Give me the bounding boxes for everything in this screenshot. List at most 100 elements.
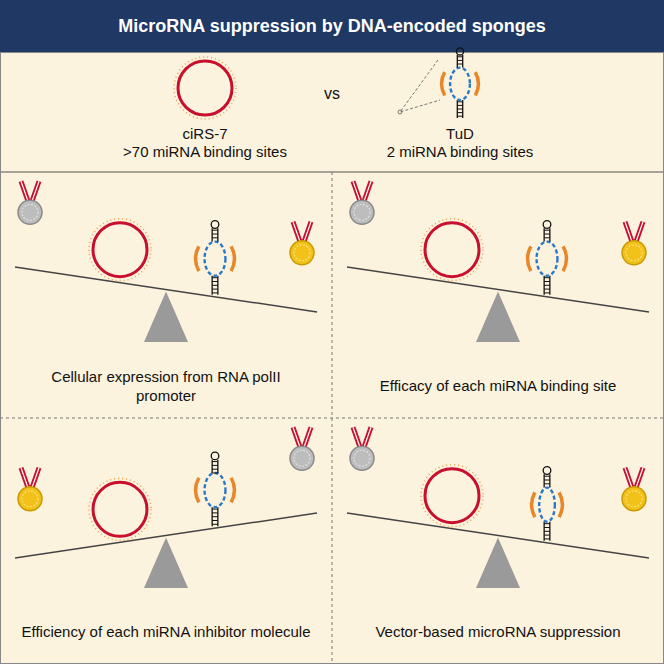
sponge-label: ciRS-7: [182, 125, 227, 143]
base-pair: [212, 465, 218, 466]
base-pair: [457, 105, 462, 106]
circular-rna: [425, 223, 479, 277]
criterion-caption: Vector-based microRNA suppression: [353, 622, 643, 642]
medal-ribbon: [625, 222, 643, 242]
medal-ribbon-stripe: [293, 427, 311, 447]
base-pair: [544, 230, 550, 231]
seesaw-panel: [15, 427, 317, 588]
base-pair: [544, 285, 550, 286]
base-pair: [212, 472, 218, 473]
base-pair: [212, 520, 218, 521]
seesaw-beam: [15, 513, 317, 558]
medal-rim: [294, 450, 310, 466]
gold-medal: [290, 241, 314, 265]
binding-site-ring: [89, 478, 151, 540]
sponge-label: vs: [324, 84, 340, 103]
base-pair: [457, 64, 462, 65]
medal-rim: [354, 204, 370, 220]
medal-rim: [294, 245, 310, 261]
seesaw-beam: [347, 513, 649, 558]
base-pair: [212, 289, 218, 290]
circular-rna: [425, 469, 479, 523]
criterion-panel: Efficiency of each miRNA inhibitor molec…: [0, 418, 332, 664]
base-pair: [212, 461, 218, 462]
medal-rim: [22, 491, 38, 507]
mirna-strand: [231, 246, 234, 271]
base-pair: [544, 289, 550, 290]
base-pair: [212, 277, 218, 278]
silver-medal: [290, 446, 314, 470]
base-pair: [544, 483, 550, 484]
mirna-strand: [231, 478, 234, 503]
base-pair: [212, 469, 218, 470]
base-pair: [212, 524, 218, 525]
medal-ribbon-stripe: [353, 181, 371, 201]
hairpin-loop: [543, 467, 551, 475]
medal-ribbon-stripe: [293, 222, 311, 242]
base-pair: [212, 292, 218, 293]
base-pair: [212, 509, 218, 510]
base-pair: [212, 512, 218, 513]
mirna-strand: [563, 246, 566, 271]
silver-medal: [18, 200, 42, 224]
base-pair: [212, 281, 218, 282]
tud-loop: [205, 242, 226, 276]
sponge-label: TuD: [446, 125, 474, 143]
base-pair: [544, 531, 550, 532]
base-pair: [544, 292, 550, 293]
medal-ribbon-stripe: [625, 468, 643, 488]
base-pair: [544, 538, 550, 539]
circular-rna: [178, 61, 232, 115]
binding-site-ring: [421, 219, 483, 281]
medal-ribbon: [353, 427, 371, 447]
title-bar: [0, 0, 664, 52]
base-pair: [457, 112, 462, 113]
comparison-panel: ciRS-7>70 miRNA binding sitesvsTuD2 miRN…: [0, 52, 664, 172]
zoom-point: [398, 110, 402, 114]
base-pair: [457, 101, 462, 102]
medal-rim: [626, 491, 642, 507]
circular-rna: [93, 482, 147, 536]
base-pair: [212, 230, 218, 231]
mirna-strand: [528, 246, 531, 271]
seesaw-beam: [15, 267, 317, 312]
mirna-strand: [196, 478, 199, 503]
seesaw-panel: [347, 181, 649, 342]
base-pair: [544, 237, 550, 238]
hairpin-loop: [456, 48, 463, 55]
tud-loop: [537, 242, 558, 276]
medal-ribbon: [625, 468, 643, 488]
tud-loop: [539, 488, 555, 522]
zoom-line: [400, 60, 440, 112]
hairpin-loop: [543, 221, 551, 229]
base-pair: [457, 60, 462, 61]
base-pair: [457, 56, 462, 57]
hairpin-loop: [211, 221, 219, 229]
gold-medal: [18, 487, 42, 511]
mirna-strand: [442, 72, 445, 95]
medal-rim: [22, 204, 38, 220]
base-pair: [544, 535, 550, 536]
fulcrum: [476, 538, 520, 589]
binding-site-ring: [421, 465, 483, 527]
gold-medal: [622, 241, 646, 265]
medal-ribbon-stripe: [21, 468, 39, 488]
criterion-panel: Efficacy of each miRNA binding site: [332, 172, 664, 418]
circular-rna: [93, 223, 147, 277]
base-pair: [544, 281, 550, 282]
base-pair: [212, 285, 218, 286]
criterion-caption: Cellular expression from RNA polII promo…: [21, 367, 311, 406]
base-pair: [544, 480, 550, 481]
base-pair: [212, 516, 218, 517]
tud-loop: [205, 473, 226, 507]
binding-site-ring: [89, 219, 151, 281]
gold-medal: [622, 487, 646, 511]
base-pair: [212, 237, 218, 238]
base-pair: [457, 116, 462, 117]
criterion-caption: Efficacy of each miRNA binding site: [353, 376, 643, 396]
medal-rim: [354, 450, 370, 466]
sponge-label: 2 miRNA binding sites: [387, 143, 534, 161]
base-pair: [457, 109, 462, 110]
medal-ribbon: [21, 181, 39, 201]
